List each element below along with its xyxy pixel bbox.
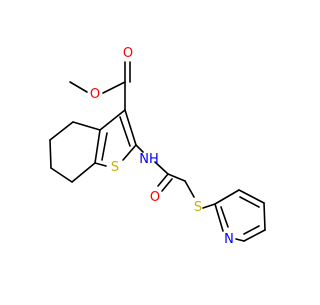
bond-ch2-s	[184, 180, 195, 198]
bond-c3-c2-inner	[119, 116, 131, 147]
bond-c4-c5	[49, 121, 74, 141]
bond-c3-c2-outer	[124, 109, 137, 146]
bond-amide-co-2	[161, 178, 173, 192]
thiophene-s-label: S	[111, 160, 119, 175]
bond-py-c5-c6	[243, 229, 266, 242]
bond-s-c7a	[94, 162, 107, 167]
bond-py-c2-c3	[214, 189, 240, 205]
bond-o-carbonyl	[102, 81, 126, 94]
bond-methyl-o	[69, 81, 88, 93]
bond-c3a-c7a-inner	[101, 132, 108, 161]
thioether-s-label: S	[194, 200, 202, 215]
molecule-structure: O O NH O S S N	[49, 46, 266, 247]
amide-o-label: O	[150, 190, 160, 205]
bond-amide-co-1	[157, 173, 169, 187]
bonds	[49, 61, 266, 242]
bond-py-c6-n	[235, 238, 245, 242]
bond-py-c4-c5	[263, 202, 266, 231]
bond-s-pyc2	[202, 203, 216, 209]
bond-amide-ch2	[167, 173, 186, 182]
ester-o-carbonyl-label: O	[123, 46, 133, 61]
bond-c2-s	[122, 144, 137, 161]
bond-py-c5-c6-inner	[243, 225, 260, 235]
molecule-canvas: O O NH O S S N	[49, 46, 266, 247]
bond-c2-n	[135, 144, 144, 153]
bond-py-n-c2-inner	[220, 206, 229, 228]
ester-o-methoxy-label: O	[90, 87, 100, 102]
bond-n-amide-c	[154, 161, 169, 175]
bond-py-c3-c4	[238, 189, 265, 204]
bond-c3a-c4	[72, 121, 101, 131]
bond-c5-c6	[49, 139, 52, 169]
atom-labels: O O NH O S S N	[90, 46, 234, 247]
bond-c3a-c7a-outer	[94, 129, 101, 164]
bond-c3-c3a	[99, 109, 126, 131]
amide-nh-label: NH	[139, 152, 159, 167]
bond-py-c3-c4-inner	[239, 196, 260, 208]
bond-c6-c7	[50, 167, 73, 183]
bond-c7-c7a	[71, 162, 96, 183]
bond-py-n-c2	[214, 203, 224, 232]
pyridine-n-label: N	[224, 232, 234, 247]
